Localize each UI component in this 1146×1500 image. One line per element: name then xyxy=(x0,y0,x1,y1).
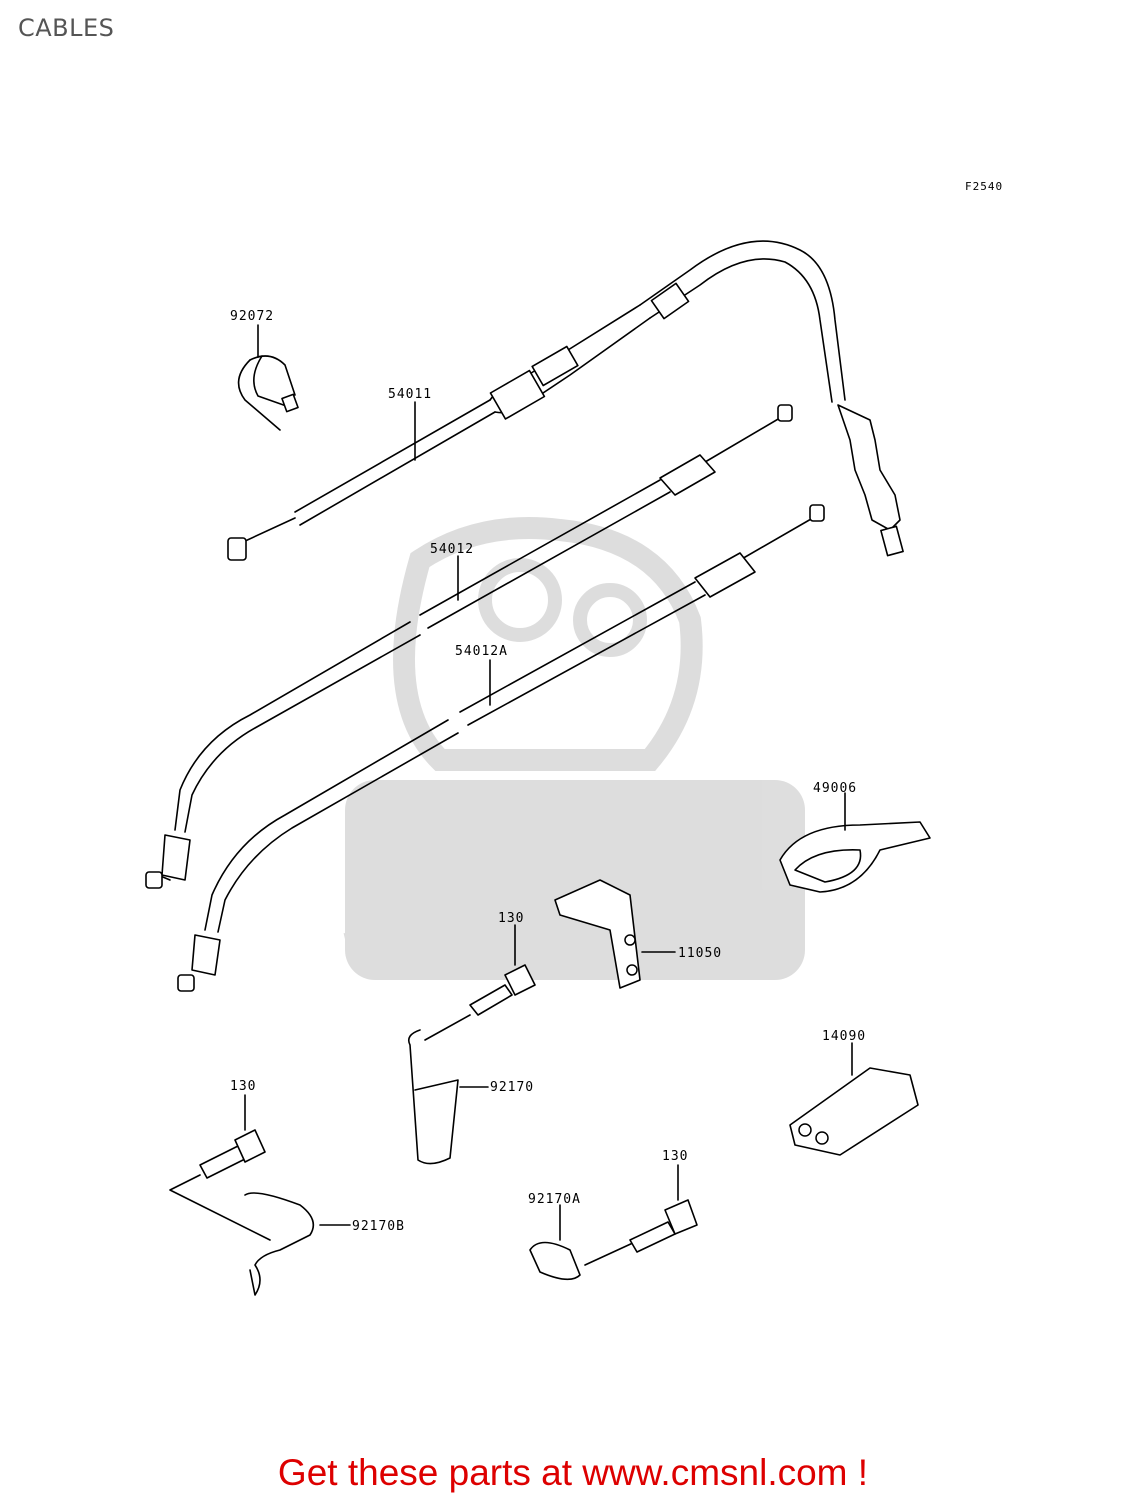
part-label-14090: 14090 xyxy=(822,1029,866,1044)
part-54011-cable xyxy=(227,240,904,561)
part-54012A-cable xyxy=(177,504,825,992)
part-label-92170B: 92170B xyxy=(352,1219,405,1234)
part-label-92170A: 92170A xyxy=(528,1192,581,1207)
part-130-bolt-left xyxy=(169,1094,271,1241)
watermark-brand: CMS xyxy=(410,798,679,926)
part-92072-band xyxy=(237,324,299,431)
part-130-bolt-center xyxy=(469,924,536,1016)
figure-code: F2540 xyxy=(965,180,1003,193)
part-label-130-right: 130 xyxy=(662,1149,688,1164)
part-130-bolt-right xyxy=(629,1164,698,1253)
part-label-11050: 11050 xyxy=(678,946,722,961)
part-label-130-left: 130 xyxy=(230,1079,256,1094)
watermark-url: WWW.CMSNL.COM xyxy=(342,925,804,976)
footer-cta-link[interactable]: Get these parts at www.cmsnl.com ! xyxy=(277,1452,869,1493)
page-title: CABLES xyxy=(18,14,115,42)
part-label-54011: 54011 xyxy=(388,387,432,402)
part-92170A-clamp xyxy=(529,1204,636,1281)
part-label-92072: 92072 xyxy=(230,309,274,324)
part-label-49006: 49006 xyxy=(813,781,857,796)
part-label-130-center: 130 xyxy=(498,911,524,926)
part-label-92170: 92170 xyxy=(490,1080,534,1095)
part-label-54012: 54012 xyxy=(430,542,474,557)
part-label-54012A: 54012A xyxy=(455,644,508,659)
part-92170-clamp xyxy=(407,1014,489,1165)
watermark: CMS WWW.CMSNL.COM xyxy=(342,517,805,980)
part-11050-bracket xyxy=(554,879,676,989)
part-92170B-clamp xyxy=(244,1192,351,1296)
part-49006-boot xyxy=(779,792,931,893)
part-54012-cable xyxy=(145,404,793,889)
part-14090-boot xyxy=(789,1042,919,1156)
